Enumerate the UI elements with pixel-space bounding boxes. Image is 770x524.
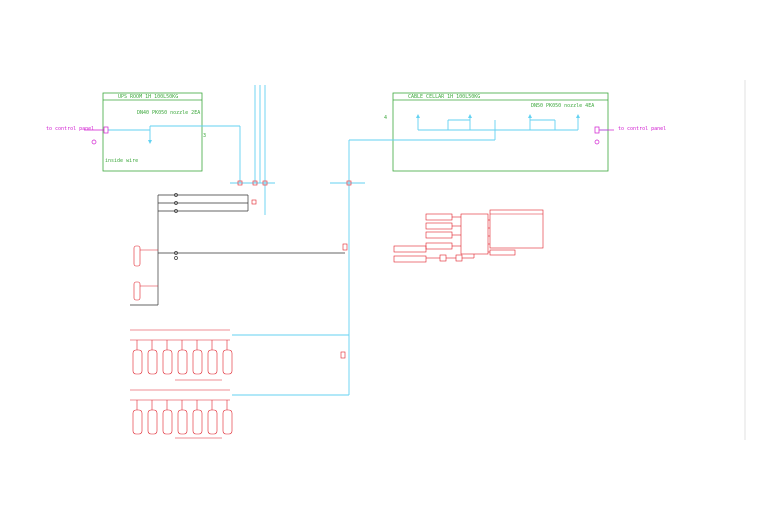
ups-room-nozzles <box>148 140 152 144</box>
cylinder-bank-2 <box>130 389 233 439</box>
ups-room-side-mark: 3 <box>203 133 207 139</box>
control-panel-block-diagram <box>393 209 544 263</box>
ups-room-title: UPS ROOM 1H 100L50KG <box>118 94 179 100</box>
ups-room-nozzle-label: DN40 PK050 nozzle 2EA <box>137 110 201 116</box>
cable-cellar-nozzle-label: DN50 PK050 nozzle 4EA <box>531 103 595 109</box>
cable-cellar-side-mark: 4 <box>384 115 388 121</box>
cable-cellar-nozzles <box>416 114 580 118</box>
header-valves <box>237 180 352 359</box>
cable-cellar-title: CABLE CELLAR 1H 100L50KG <box>408 94 481 100</box>
ups-room-inside-label: inside wire <box>105 158 139 164</box>
cylinder-bank-1 <box>130 329 233 381</box>
control-panel-right-label: to control panel <box>618 126 667 132</box>
valve-manifold <box>130 193 345 306</box>
cable-cellar-box <box>392 92 609 172</box>
control-panel-terminals <box>84 126 614 145</box>
control-panel-left-label: to control panel <box>46 126 95 132</box>
main-piping <box>108 85 608 396</box>
pilot-cylinders <box>133 245 158 301</box>
ups-room-box <box>102 92 203 172</box>
